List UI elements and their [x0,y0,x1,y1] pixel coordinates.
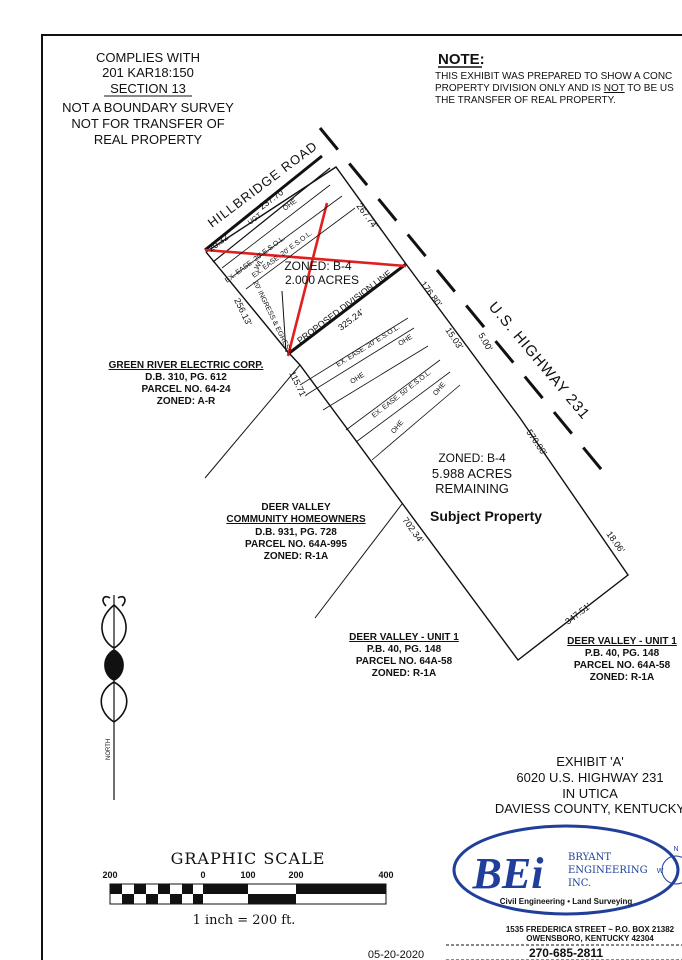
dim-18-06: 18.06' [604,529,627,555]
svg-text:W: W [657,868,664,875]
easement-label-3: 20' INGRESS & EGRESS [251,280,293,356]
highway-centerline [318,127,612,481]
parcel-a-zoned: ZONED: B-4 [284,259,352,273]
logo-name-3: INC. [568,878,591,889]
ohe-label-4: OHE [390,419,405,435]
easement-label-5: EX. EASE. 50' E.S.O.L. [371,369,433,420]
logo-tagline: Civil Engineering • Land Surveying [500,897,633,906]
compass-rose-icon: N W [657,846,682,885]
scale-tick-0: 0 [200,870,205,880]
green-river-zoned: ZONED: A-R [157,396,216,407]
dvc-name-1: DEER VALLEY [261,502,331,513]
dvu1b-zoned: ZONED: R-1A [590,672,654,683]
parcel-b-remaining: REMAINING [435,481,509,496]
scale-tick-200: 200 [288,870,303,880]
logo-phone: 270-685-2811 [529,946,603,960]
dvu1a-name: DEER VALLEY - UNIT 1 [349,632,459,643]
dim-15-03: 15.03' [443,326,465,352]
note-line-3: THE TRANSFER OF REAL PROPERTY. [435,95,616,106]
logo-address-1: 1535 FREDERICA STREET ~ P.O. BOX 21382 [506,925,675,934]
logo-name-2: ENGINEERING [568,865,648,876]
green-river-parcel: PARCEL NO. 64-24 [141,384,231,395]
dvc-parcel: PARCEL NO. 64A-995 [245,539,347,550]
note-line-1: THIS EXHIBIT WAS PREPARED TO SHOW A CONC [435,71,672,82]
dvu1b-pb: P.B. 40, PG. 148 [585,648,660,659]
dvu1a-zoned: ZONED: R-1A [372,668,436,679]
exhibit-line-2: 6020 U.S. HIGHWAY 231 [516,770,663,785]
disclaimer-line-2: NOT FOR TRANSFER OF [71,116,224,131]
logo-address-2: OWENSBORO, KENTUCKY 42304 [526,934,654,943]
complies-block: COMPLIES WITH 201 KAR18:150 SECTION 13 N… [62,50,234,147]
wl-label: WL [254,258,265,271]
dvc-zoned: ZONED: R-1A [264,551,328,562]
scale-title: GRAPHIC SCALE [171,849,326,868]
svg-text:N: N [673,846,678,853]
deer-valley-unit1-a-block: DEER VALLEY - UNIT 1 P.B. 40, PG. 148 PA… [349,632,459,679]
exhibit-block: EXHIBIT 'A' 6020 U.S. HIGHWAY 231 IN UTI… [495,754,682,816]
adjacent-lines [204,364,403,619]
complies-line-3: SECTION 13 [110,81,186,96]
north-arrow-icon [100,595,128,800]
green-river-db: D.B. 310, PG. 612 [145,372,227,383]
dim-570-00: 570.00' [524,428,549,458]
exhibit-line-1: EXHIBIT 'A' [556,754,624,769]
dim-347-51: 347.51' [563,601,593,627]
proposed-division-line [287,262,407,356]
exhibit-line-3: IN UTICA [562,786,618,801]
property-boundary [205,166,629,661]
highway-label: U.S. HIGHWAY 231 [485,299,593,424]
scale-caption: 1 inch = 200 ft. [193,913,296,928]
red-x-mark [204,202,407,357]
drawing-border [41,34,682,960]
complies-line-1: COMPLIES WITH [96,50,200,65]
graphic-scale: GRAPHIC SCALE 200 0 100 200 400 1 inch =… [102,849,393,928]
green-river-block: GREEN RIVER ELECTRIC CORP. D.B. 310, PG.… [109,360,264,407]
ohe-label-3: OHE [397,334,414,348]
dim-267-74: 267.74' [354,201,380,231]
dim-256-13: 256.13' [232,296,254,327]
dim-5-00: 5.00' [476,331,494,353]
note-title: NOTE: [438,51,485,68]
hillbridge-label: HILLBRIDGE ROAD [205,138,321,230]
note-line-2: PROPERTY DIVISION ONLY AND IS NOT TO BE … [435,83,674,94]
dim-115-71: 115.71' [287,369,309,399]
parcel-a-labels: ZONED: B-4 2.000 ACRES [284,259,359,287]
disclaimer-line-3: REAL PROPERTY [94,132,203,147]
north-arrow-label: NORTH [106,739,112,760]
scale-tick-400: 400 [378,870,393,880]
dim-176-80: 176.80' [418,279,444,309]
date-label: 05-20-2020 [368,949,424,960]
deer-valley-community-block: DEER VALLEY COMMUNITY HOMEOWNERS D.B. 93… [226,502,366,562]
dvu1a-parcel: PARCEL NO. 64A-58 [356,656,453,667]
disclaimer-line-1: NOT A BOUNDARY SURVEY [62,100,234,115]
green-river-name: GREEN RIVER ELECTRIC CORP. [109,360,264,371]
subject-property-label: Subject Property [430,508,542,524]
dvu1b-parcel: PARCEL NO. 64A-58 [574,660,671,671]
scale-tick-200a: 200 [102,870,117,880]
dvu1b-name: DEER VALLEY - UNIT 1 [567,636,677,647]
deer-valley-unit1-b-block: DEER VALLEY - UNIT 1 P.B. 40, PG. 148 PA… [567,636,677,683]
parcel-b-zoned: ZONED: B-4 [438,451,506,465]
dvc-db: D.B. 931, PG. 728 [255,527,337,538]
scale-tick-100: 100 [240,870,255,880]
easement-label-4: EX. EASE. 20' E.S.O.L. [335,324,401,369]
parcel-b-acres: 5.988 ACRES [432,466,513,481]
complies-line-2: 201 KAR18:150 [102,65,194,80]
note-block: NOTE: THIS EXHIBIT WAS PREPARED TO SHOW … [435,51,674,106]
bryant-logo: BEi BRYANT ENGINEERING INC. Civil Engine… [446,824,682,960]
dvu1a-pb: P.B. 40, PG. 148 [367,644,442,655]
ohe-label-2: OHE [349,372,366,386]
parcel-b-labels: ZONED: B-4 5.988 ACRES REMAINING Subject… [430,451,542,524]
parcel-a-acres: 2.000 ACRES [285,273,359,287]
exhibit-line-4: DAVIESS COUNTY, KENTUCKY [495,801,682,816]
logo-mark: BEi [472,849,545,898]
dvc-name-2: COMMUNITY HOMEOWNERS [226,514,366,525]
logo-name-1: BRYANT [568,852,611,863]
